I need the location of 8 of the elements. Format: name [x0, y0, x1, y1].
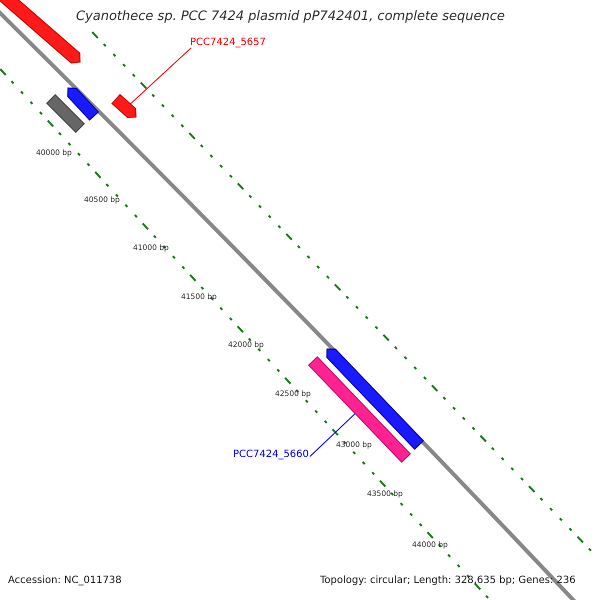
- diagram-title: Cyanothece sp. PCC 7424 plasmid pP742401, complete sequence: [76, 9, 505, 24]
- gene-label: PCC7424_5657: [190, 37, 266, 48]
- gene-label: PCC7424_5660: [233, 449, 309, 460]
- leader-line: [309, 413, 356, 457]
- leader-line: [130, 48, 192, 105]
- gene-arrow: [111, 94, 137, 118]
- footer-text: Topology: circular; Length: 328,635 bp; Genes: 236: [320, 575, 576, 586]
- footer-text: Accession: NC_011738: [8, 575, 122, 586]
